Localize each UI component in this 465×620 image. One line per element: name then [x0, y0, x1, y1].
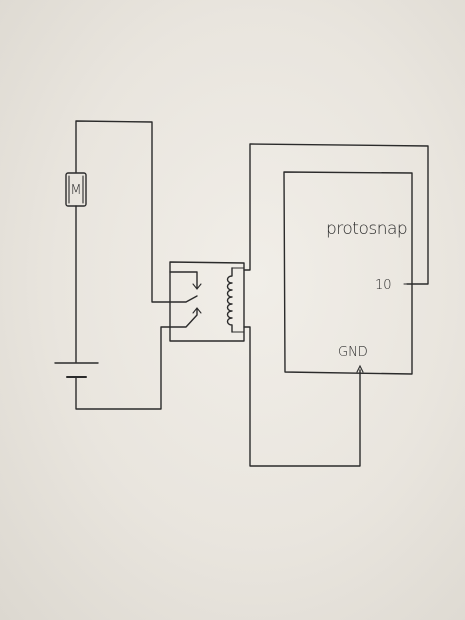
pin-10-label: 10	[375, 278, 392, 293]
gnd-pin-mark	[356, 364, 364, 373]
motor-label: M	[70, 183, 81, 198]
protosnap-board: protosnap 10 GND	[283, 171, 415, 375]
wire-bottom-left	[75, 326, 171, 410]
wire-pin10	[243, 143, 429, 285]
relay-coil	[226, 267, 233, 333]
battery-symbol-icon	[54, 362, 99, 378]
gnd-label: GND	[338, 345, 368, 360]
motor-battery-loop	[75, 120, 171, 410]
wire-top-left	[75, 120, 171, 303]
control-loop	[243, 143, 429, 467]
board-label: protosnap	[326, 219, 407, 239]
relay-symbol-icon	[169, 261, 245, 342]
motor-symbol-icon: M	[65, 172, 87, 207]
wire-gnd	[243, 326, 361, 467]
